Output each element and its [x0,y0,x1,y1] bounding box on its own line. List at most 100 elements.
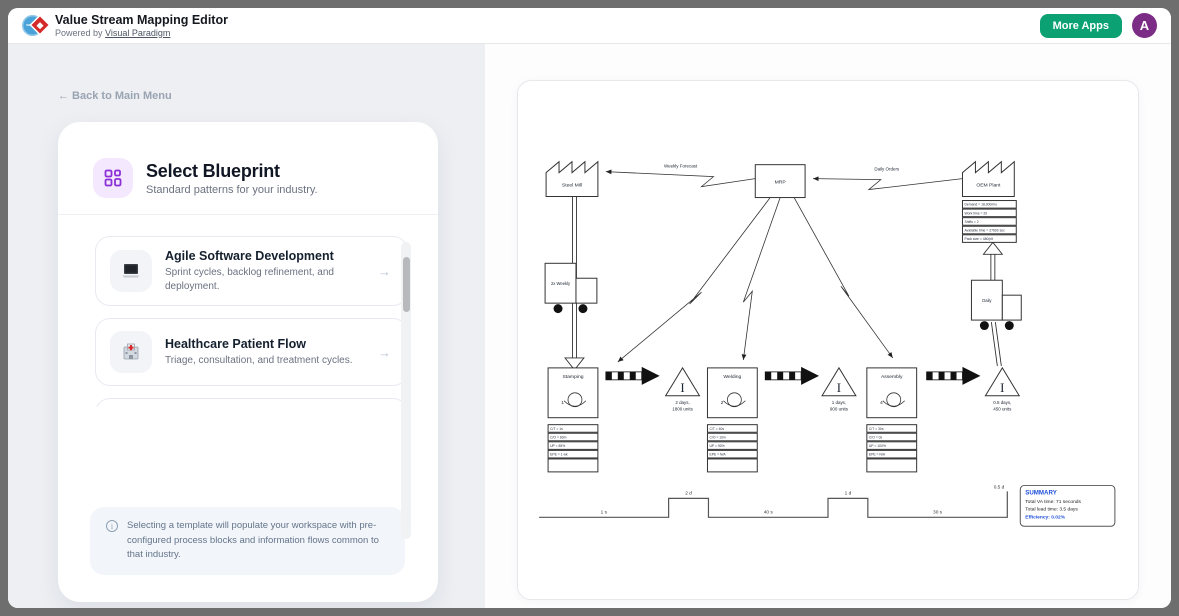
left-pane: ← Back to Main Menu Select Blueprint Sta [8,44,485,608]
svg-text:Assembly: Assembly [881,374,903,380]
svg-text:I: I [1000,380,1004,395]
process-assembly: Assembly 4 C/T = 30s C/O = 0s UP = 100% … [866,367,918,473]
svg-text:C/T = 30s: C/T = 30s [869,427,884,431]
daily-orders-flow: Daily Orders [813,167,963,191]
arrow-right-icon: → [378,344,391,360]
svg-text:OEM Plant: OEM Plant [976,183,1001,189]
mrp-schedule-flows [617,197,894,363]
supplier-factory: Steel Mill [545,160,599,198]
push-arrow-2 [764,366,820,385]
svg-text:I: I [680,380,684,395]
push-arrow-3 [926,366,981,385]
inventory-triangle-1: I 2 days, 1800 units [664,366,701,412]
svg-text:0.5 d: 0.5 d [994,484,1005,490]
mrp-control-box: MRP [754,164,806,199]
summary-box: SUMMARY Total VA time: 71 seconds Total … [1019,484,1116,527]
blueprint-item-healthcare[interactable]: Healthcare Patient Flow Triage, consulta… [95,318,408,386]
svg-text:1: 1 [561,400,564,406]
svg-text:UP = 100%: UP = 100% [869,444,886,448]
customer-data-box: Demand = 18,000/mo Work time = 20 Shifts… [961,200,1017,243]
customer-factory: OEM Plant [961,160,1015,198]
svg-text:2 days,: 2 days, [675,400,689,405]
svg-text:4: 4 [880,400,883,406]
svg-text:Demand = 18,000/mo: Demand = 18,000/mo [964,203,997,207]
blueprint-title: Healthcare Patient Flow [165,336,307,351]
app-window: Value Stream Mapping Editor Powered by V… [8,8,1171,608]
svg-text:40 s: 40 s [764,509,774,515]
inbound-truck: 2x Weekly [544,262,598,314]
svg-text:UP = 85%: UP = 85% [550,444,565,448]
svg-text:C/T = 40s: C/T = 40s [709,427,724,431]
svg-text:I: I [837,380,841,395]
svg-text:Efficiency: 0.02%: Efficiency: 0.02% [1025,514,1065,520]
vsm-diagram: Weekly Forecast Daily Orders [539,160,1116,527]
svg-text:2x Weekly: 2x Weekly [551,281,571,286]
blueprint-item-retail[interactable]: Retail Supply Chain Warehouse logistics … [95,398,408,407]
visual-paradigm-link[interactable]: Visual Paradigm [105,27,171,38]
panel-header: Select Blueprint Standard patterns for y… [58,122,438,215]
svg-text:SUMMARY: SUMMARY [1025,489,1057,496]
svg-text:1800 units: 1800 units [672,407,693,412]
svg-text:C/T = 1s: C/T = 1s [550,427,563,431]
svg-text:EPE = N/A: EPE = N/A [709,453,726,457]
blueprint-item-agile[interactable]: Agile Software Development Sprint cycles… [95,236,408,306]
user-avatar[interactable]: A [1132,13,1157,38]
blueprint-list: Agile Software Development Sprint cycles… [58,222,438,407]
process-welding: Welding 2 C/T = 40s C/O = 10m UP = 90% E… [706,367,758,473]
svg-text:450 units: 450 units [993,407,1012,412]
svg-text:Shifts = 2: Shifts = 2 [964,220,978,224]
svg-text:1 s: 1 s [601,509,608,515]
select-blueprint-panel: Select Blueprint Standard patterns for y… [58,122,438,602]
back-to-main-menu-link[interactable]: ← Back to Main Menu [58,90,172,102]
customer-shipment-arrow [982,241,1004,366]
svg-text:C/O = 60m: C/O = 60m [550,435,567,439]
svg-text:2: 2 [721,400,724,406]
svg-text:1 days,: 1 days, [832,400,846,405]
list-scrollbar-track[interactable] [401,242,411,539]
blueprint-description: Sprint cycles, backlog refinement, and d… [165,267,334,292]
panel-subtitle: Standard patterns for your industry. [146,183,318,196]
more-apps-button[interactable]: More Apps [1039,13,1122,38]
svg-text:2 d: 2 d [685,490,692,496]
svg-text:UP = 90%: UP = 90% [709,444,724,448]
vsm-canvas: Weekly Forecast Daily Orders [517,80,1139,600]
powered-by: Powered by Visual Paradigm [55,28,228,38]
arrow-right-icon: → [378,263,391,279]
hospital-icon [110,331,152,373]
svg-text:C/O = 0s: C/O = 0s [869,435,883,439]
note-text: Selecting a template will populate your … [127,519,379,561]
svg-text:Welding: Welding [723,374,741,380]
process-stamping: Stamping 1 C/T = 1s C/O = 60m UP = 85% E… [547,367,599,473]
svg-text:Daily Orders: Daily Orders [874,167,900,172]
outbound-truck: Daily [970,279,1022,331]
blueprint-title: Agile Software Development [165,249,334,263]
visual-paradigm-logo-icon [22,14,49,38]
svg-text:Total VA time: 71 seconds: Total VA time: 71 seconds [1025,499,1081,505]
svg-text:0.5 days,: 0.5 days, [993,400,1011,405]
svg-text:1 d: 1 d [845,490,852,496]
template-info-note: i Selecting a template will populate you… [90,506,405,575]
svg-text:Stamping: Stamping [562,374,583,380]
app-header: Value Stream Mapping Editor Powered by V… [8,8,1171,44]
powered-by-prefix: Powered by [55,27,103,38]
lead-time-ladder: 1 s 2 d 40 s 1 d 30 s 0.5 d [539,484,1008,518]
panel-title: Select Blueprint [146,160,280,181]
svg-text:Daily: Daily [982,298,992,303]
info-icon: i [106,519,118,532]
svg-text:MRP: MRP [775,180,787,186]
svg-text:30 s: 30 s [933,509,943,515]
list-scrollbar-thumb[interactable] [402,257,410,312]
svg-text:EPE = 1 wk: EPE = 1 wk [550,453,568,457]
svg-text:EPE = N/A: EPE = N/A [869,453,886,457]
svg-text:Available time = 27600 sec: Available time = 27600 sec [964,228,1005,232]
svg-text:Steel Mill: Steel Mill [562,183,582,189]
app-title: Value Stream Mapping Editor [55,13,228,28]
svg-text:Total lead time: 3.5 days: Total lead time: 3.5 days [1025,506,1078,512]
svg-text:Pack size = 480/plt: Pack size = 480/plt [964,237,992,241]
svg-text:Weekly Forecast: Weekly Forecast [664,164,698,169]
push-arrow-1 [605,366,660,385]
weekly-forecast-flow: Weekly Forecast [605,164,756,188]
inventory-triangle-3: I 0.5 days, 450 units [984,366,1021,412]
right-pane: Weekly Forecast Daily Orders [485,44,1171,608]
svg-text:900 units: 900 units [830,407,849,412]
